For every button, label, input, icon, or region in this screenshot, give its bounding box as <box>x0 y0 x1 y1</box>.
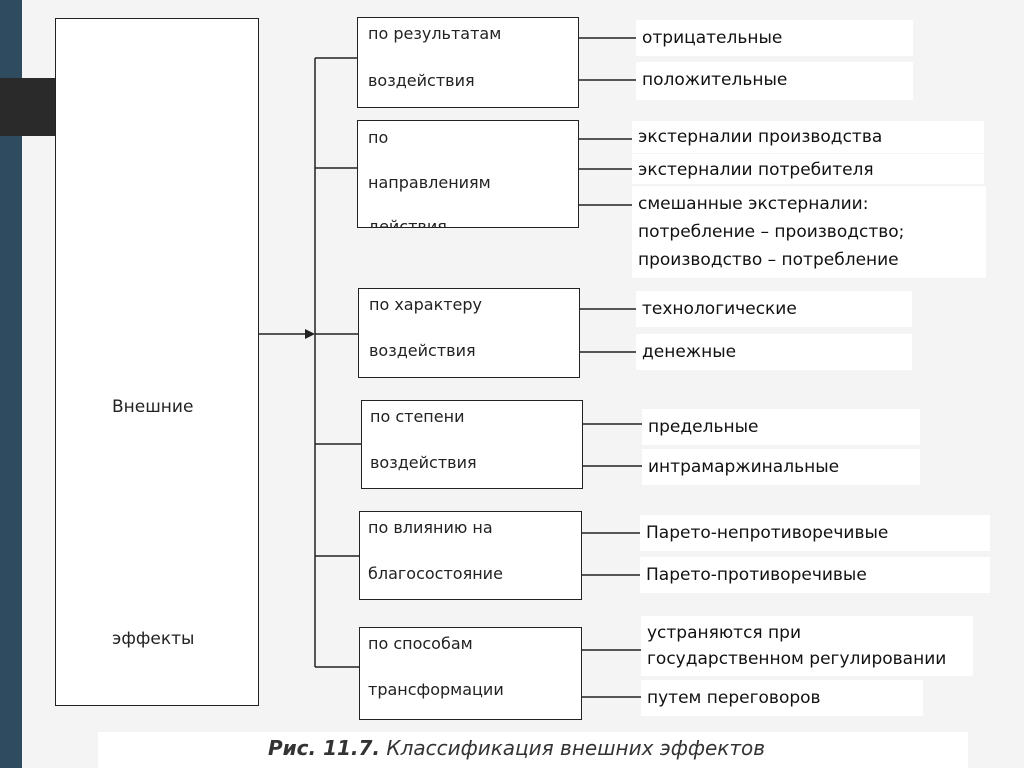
leaf-item: положительные <box>636 62 913 100</box>
category-label-line-3: действия <box>368 217 447 228</box>
category-label-line-1: по <box>368 128 389 147</box>
caption-text: Классификация внешних эффектов <box>386 736 766 760</box>
leaf-item: экстерналии потребителя <box>632 154 984 184</box>
arrow-head <box>305 329 315 339</box>
category-label-line-1: по способам <box>368 634 473 653</box>
leaf-item: технологические <box>636 291 912 327</box>
slide-accent-band <box>0 0 22 768</box>
category-box-results: по результатам воздействия <box>357 17 579 108</box>
category-box-character: по характеру воздействия <box>358 288 580 378</box>
category-label-line-2: воздействия <box>368 71 475 90</box>
slide-accent-tab <box>0 78 55 136</box>
category-box-welfare: по влиянию на благосостояние <box>359 511 582 600</box>
category-label-line-2: трансформации <box>368 680 504 699</box>
leaf-item: смешанные экстерналии: потребление – про… <box>632 186 986 278</box>
figure-caption: Рис. 11.7. Классификация внешних эффекто… <box>268 736 765 760</box>
category-label-line-2: воздействия <box>370 453 477 472</box>
leaf-item: денежные <box>636 334 912 370</box>
category-label-line-1: по степени <box>370 407 465 426</box>
root-label-line-1: Внешние <box>112 397 194 417</box>
caption-background <box>98 732 968 768</box>
root-box: Внешние эффекты <box>55 18 259 706</box>
leaf-item: отрицательные <box>636 20 913 56</box>
category-box-directions: по направлениям действия <box>357 120 579 228</box>
category-label-line-2: направлениям <box>368 173 491 192</box>
category-label-line-1: по влиянию на <box>368 518 493 537</box>
category-box-degree: по степени воздействия <box>361 400 583 489</box>
category-label-line-1: по результатам <box>368 24 502 43</box>
leaf-item: экстерналии производства <box>632 121 984 153</box>
category-box-transformation: по способам трансформации <box>359 627 582 720</box>
category-label-line-2: воздействия <box>369 341 476 360</box>
root-label-line-2: эффекты <box>112 629 195 649</box>
leaf-item: путем переговоров <box>641 680 923 716</box>
leaf-item: Парето-непротиворечивые <box>640 515 990 551</box>
leaf-item: Парето-противоречивые <box>640 557 990 593</box>
category-label-line-2: благосостояние <box>368 564 503 583</box>
leaf-item: предельные <box>642 409 920 445</box>
category-label-line-1: по характеру <box>369 295 483 314</box>
leaf-item: устраняются при государственном регулиро… <box>641 616 973 676</box>
leaf-item: интрамаржинальные <box>642 449 920 485</box>
caption-label: Рис. 11.7. <box>268 736 381 760</box>
